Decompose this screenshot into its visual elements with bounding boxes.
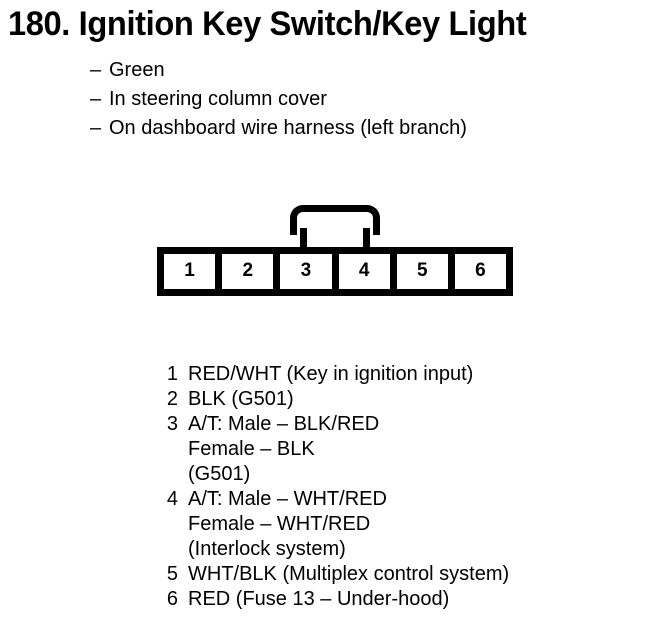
pin-number: 2 (166, 388, 178, 410)
connector-cavity: 5 (396, 254, 455, 289)
note-line: – On dashboard wire harness (left branch… (90, 114, 650, 143)
pin-number: 5 (166, 563, 178, 585)
connector-cavity: 3 (280, 254, 339, 289)
connector-cavity: 2 (222, 254, 281, 289)
page-title: 180. Ignition Key Switch/Key Light (8, 5, 527, 43)
pin-description-line: BLK (G501) (188, 388, 294, 410)
cavity-number: 6 (475, 260, 486, 281)
legend-item: 5 WHT/BLK (Multiplex control system) (160, 562, 660, 587)
pin-description-line: WHT/BLK (Multiplex control system) (188, 563, 510, 585)
pin-description: RED (Fuse 13 – Under-hood) (178, 587, 660, 612)
connector-shell: 1 2 3 4 5 6 (157, 247, 513, 296)
note-line: – In steering column cover (90, 85, 650, 114)
pin-description: RED/WHT (Key in ignition input) (178, 362, 660, 387)
cavity-number: 3 (300, 260, 312, 281)
connector-cavity: 6 (454, 254, 507, 289)
pin-description-line: A/T: Male – WHT/RED (188, 488, 387, 510)
cavity-number: 2 (242, 260, 254, 281)
legend-item: 6 RED (Fuse 13 – Under-hood) (160, 587, 660, 612)
note-text: On dashboard wire harness (left branch) (109, 117, 467, 139)
pin-description-line: (G501) (188, 463, 251, 485)
dash-marker: – (90, 117, 102, 139)
connector-cavity: 1 (164, 254, 223, 289)
note-line: – Green (90, 56, 650, 85)
pin-description-line: RED (Fuse 13 – Under-hood) (188, 588, 450, 610)
legend-item: 2 BLK (G501) (160, 387, 660, 412)
cavity-number: 1 (184, 260, 195, 281)
note-text: Green (109, 59, 165, 81)
connector-diagram: 1 2 3 4 5 6 (157, 205, 513, 296)
locking-tab-icon (290, 205, 380, 253)
cavity-number: 5 (416, 260, 428, 281)
pin-number: 3 (166, 413, 178, 435)
legend-item: 3 A/T: Male – BLK/RED Female – BLK (G501… (160, 412, 660, 487)
pin-number: 6 (166, 588, 178, 610)
dash-marker: – (90, 88, 102, 110)
pin-description: WHT/BLK (Multiplex control system) (178, 562, 660, 587)
pin-description-line: Female – WHT/RED (188, 513, 371, 535)
pin-description-line: Female – BLK (188, 438, 315, 460)
pin-description: A/T: Male – BLK/RED Female – BLK (G501) (178, 412, 660, 487)
legend-item: 4 A/T: Male – WHT/RED Female – WHT/RED (… (160, 487, 660, 562)
connector-cavity: 4 (338, 254, 397, 289)
note-text: In steering column cover (109, 88, 327, 110)
pin-description: A/T: Male – WHT/RED Female – WHT/RED (In… (178, 487, 660, 562)
cavity-number: 4 (358, 260, 370, 281)
pin-description-line: A/T: Male – BLK/RED (188, 413, 380, 435)
pin-description: BLK (G501) (178, 387, 660, 412)
dash-marker: – (90, 59, 102, 81)
pin-description-line: RED/WHT (Key in ignition input) (188, 363, 474, 385)
legend-item: 1 RED/WHT (Key in ignition input) (160, 362, 660, 387)
pin-legend: 1 RED/WHT (Key in ignition input) 2 BLK … (160, 362, 660, 612)
pin-description-line: (Interlock system) (188, 538, 346, 560)
pin-number: 4 (166, 488, 178, 510)
notes-list: – Green – In steering column cover – On … (90, 56, 650, 143)
pin-number: 1 (166, 363, 178, 385)
